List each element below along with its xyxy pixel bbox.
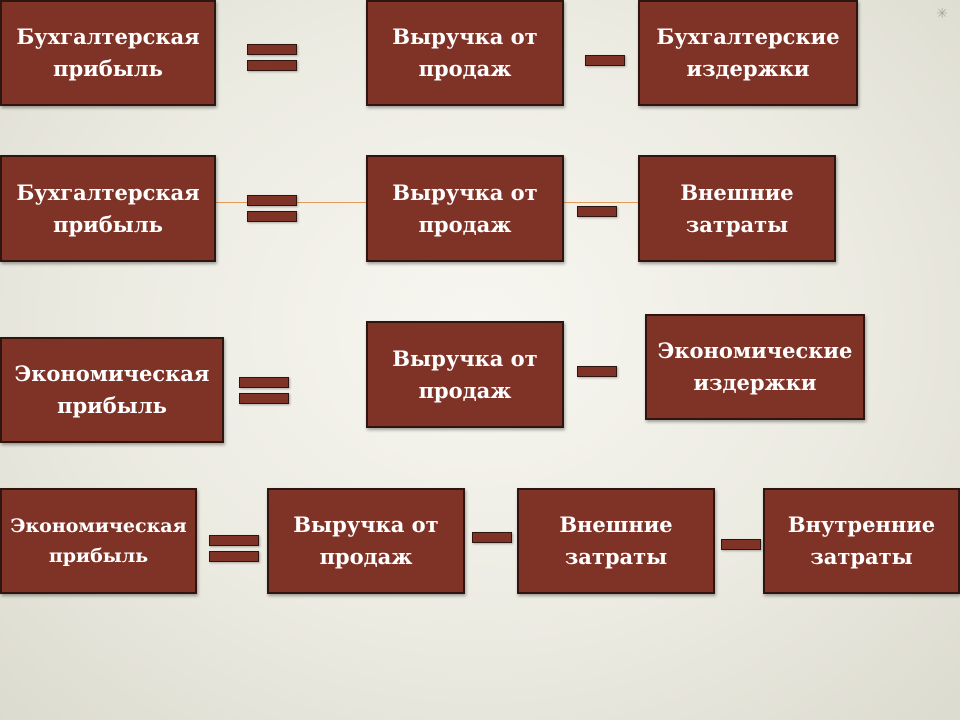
row4-minus-sign-2 [721, 539, 761, 550]
row4-equals-sign [209, 535, 259, 562]
row1-revenue-box: Выручка от продаж [366, 0, 564, 106]
row3-revenue-box: Выручка от продаж [366, 321, 564, 428]
row1-minus-sign [585, 55, 625, 66]
row2-result-box: Бухгалтерская прибыль [0, 155, 216, 262]
row3-result-box: Экономическая прибыль [0, 337, 224, 443]
row2-external-costs-box: Внешние затраты [638, 155, 836, 262]
row2-equals-sign [247, 195, 297, 222]
row4-revenue-box: Выручка от продаж [267, 488, 465, 594]
equals-bar [247, 211, 297, 222]
equals-bar [209, 535, 259, 546]
row2-minus-sign [577, 206, 617, 217]
row1-costs-box: Бухгалтерские издержки [638, 0, 858, 106]
row1-result-box: Бухгалтерская прибыль [0, 0, 216, 106]
row4-internal-costs-box: Внутренние затраты [763, 488, 960, 594]
equals-bar [239, 377, 289, 388]
row4-external-costs-box: Внешние затраты [517, 488, 715, 594]
equals-bar [239, 393, 289, 404]
row1-equals-sign [247, 44, 297, 71]
equals-bar [247, 60, 297, 71]
row3-equals-sign [239, 377, 289, 404]
row4-minus-sign-1 [472, 532, 512, 543]
sparkle-icon: ✳ [936, 6, 948, 22]
equals-bar [247, 195, 297, 206]
row3-costs-box: Экономические издержки [645, 314, 865, 420]
row2-connector-line [564, 202, 638, 203]
row4-result-box: Экономическая прибыль [0, 488, 197, 594]
equals-bar [247, 44, 297, 55]
equals-bar [209, 551, 259, 562]
row3-minus-sign [577, 366, 617, 377]
row2-revenue-box: Выручка от продаж [366, 155, 564, 262]
